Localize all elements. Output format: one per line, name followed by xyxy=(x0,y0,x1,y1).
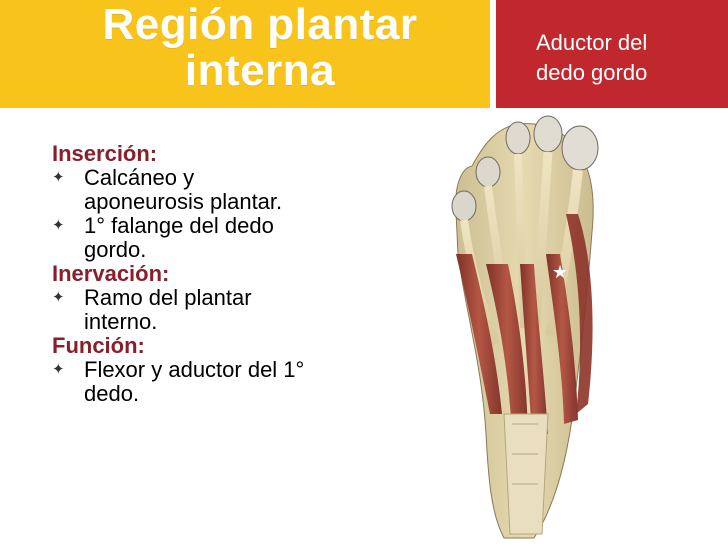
inervacion-list: ✦ Ramo del plantar interno. xyxy=(52,286,382,334)
list-item: ✦ Flexor y aductor del 1° dedo. xyxy=(52,358,382,406)
list-item-line: interno. xyxy=(84,309,158,334)
list-item-line: Calcáneo y xyxy=(84,165,195,190)
list-item-line: dedo. xyxy=(84,381,140,406)
bullet-icon: ✦ xyxy=(52,289,65,306)
list-item: ✦ Ramo del plantar interno. xyxy=(52,286,382,334)
funcion-heading: Función: xyxy=(52,333,145,358)
funcion-list: ✦ Flexor y aductor del 1° dedo. xyxy=(52,358,382,406)
bullet-icon: ✦ xyxy=(52,169,65,186)
list-item: ✦ Calcáneo y aponeurosis plantar. xyxy=(52,166,382,214)
content-list: Inserción: ✦ Calcáneo y aponeurosis plan… xyxy=(52,142,382,406)
foot-anatomy-illustration: ★ xyxy=(438,114,602,546)
foot-anatomy-drawing: ★ xyxy=(451,115,599,539)
insercion-heading: Inserción: xyxy=(52,141,158,166)
slide-title: Región plantar interna xyxy=(40,2,480,94)
list-item-line: Ramo del plantar xyxy=(84,285,252,310)
header-divider xyxy=(490,0,496,108)
title-line-1: Región plantar xyxy=(102,0,418,49)
bullet-icon: ✦ xyxy=(52,361,65,378)
title-band xyxy=(0,0,490,108)
list-item-line: gordo. xyxy=(84,237,147,262)
list-item-line: aponeurosis plantar. xyxy=(84,189,283,214)
marker-star-icon: ★ xyxy=(552,262,568,283)
title-line-2: interna xyxy=(184,46,336,95)
insercion-list: ✦ Calcáneo y aponeurosis plantar. ✦ 1° f… xyxy=(52,166,382,262)
slide-subtitle: Aductor del dedo gordo xyxy=(536,28,716,88)
subtitle-line-1: Aductor del xyxy=(536,30,648,55)
subtitle-band xyxy=(496,0,728,108)
inervacion-heading: Inervación: xyxy=(52,261,170,286)
subtitle-line-2: dedo gordo xyxy=(536,60,648,85)
list-item-line: Flexor y aductor del 1° xyxy=(84,357,305,382)
list-item: ✦ 1° falange del dedo gordo. xyxy=(52,214,382,262)
list-item-line: 1° falange del dedo xyxy=(84,213,274,238)
bullet-icon: ✦ xyxy=(52,217,65,234)
